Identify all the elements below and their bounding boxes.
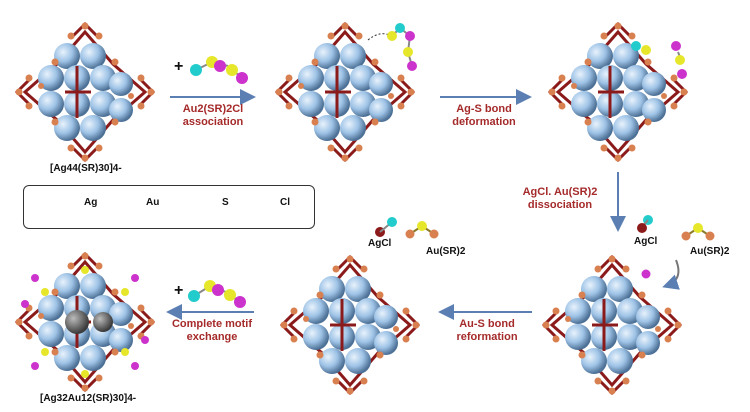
end-formula: [Ag32Au12(SR)30]4- bbox=[40, 393, 137, 404]
step3-line2: dissociation bbox=[527, 199, 593, 211]
step4-line2: reformation bbox=[456, 331, 518, 343]
agcl-label-2: AgCl bbox=[368, 238, 392, 249]
step1-line2: association bbox=[182, 116, 244, 128]
step5-label: Complete motif exchange bbox=[166, 318, 258, 344]
dissociated-fragments bbox=[637, 215, 716, 290]
step2-line1: Ag-S bond bbox=[456, 103, 512, 115]
ligand-deformed bbox=[631, 41, 687, 79]
step3-line1: AgCl. Au(SR)2 bbox=[522, 186, 598, 198]
plus-sign-2: + bbox=[174, 282, 184, 299]
step2-line2: deformation bbox=[452, 116, 516, 128]
step4-line1: Au-S bond bbox=[459, 318, 515, 330]
ligand-reagent-1 bbox=[190, 56, 248, 84]
legend-ag-label: Ag bbox=[84, 197, 98, 208]
legend-box bbox=[23, 185, 315, 229]
step5-line1: Complete motif bbox=[171, 318, 253, 330]
legend-s-label: S bbox=[222, 197, 229, 208]
ligand-attached bbox=[367, 23, 417, 71]
cluster-dissociation bbox=[541, 254, 683, 396]
cluster-association bbox=[274, 21, 416, 163]
cluster-deformation bbox=[547, 21, 689, 163]
cluster-final bbox=[14, 251, 156, 393]
ligand-reagent-5 bbox=[188, 280, 246, 308]
legend-au-label: Au bbox=[146, 197, 160, 208]
start-formula: [Ag44(SR)30]4- bbox=[50, 163, 122, 174]
ausr2-label-1: Au(SR)2 bbox=[690, 246, 730, 257]
plus-sign-1: + bbox=[174, 58, 184, 75]
step1-line1: Au2(SR)2Cl bbox=[182, 103, 244, 115]
step5-line2: exchange bbox=[186, 331, 238, 343]
agcl-label-1: AgCl bbox=[634, 236, 658, 247]
fragments-mid bbox=[375, 217, 440, 240]
cluster-start bbox=[14, 21, 156, 163]
ausr2-label-2: Au(SR)2 bbox=[426, 246, 466, 257]
cluster-reformation bbox=[279, 254, 421, 396]
step1-label: Au2(SR)2Cl association bbox=[170, 103, 256, 129]
step3-label: AgCl. Au(SR)2 dissociation bbox=[510, 186, 610, 212]
legend-cl-label: Cl bbox=[280, 197, 290, 208]
step2-label: Ag-S bond deformation bbox=[440, 103, 528, 129]
step4-label: Au-S bond reformation bbox=[446, 318, 528, 344]
